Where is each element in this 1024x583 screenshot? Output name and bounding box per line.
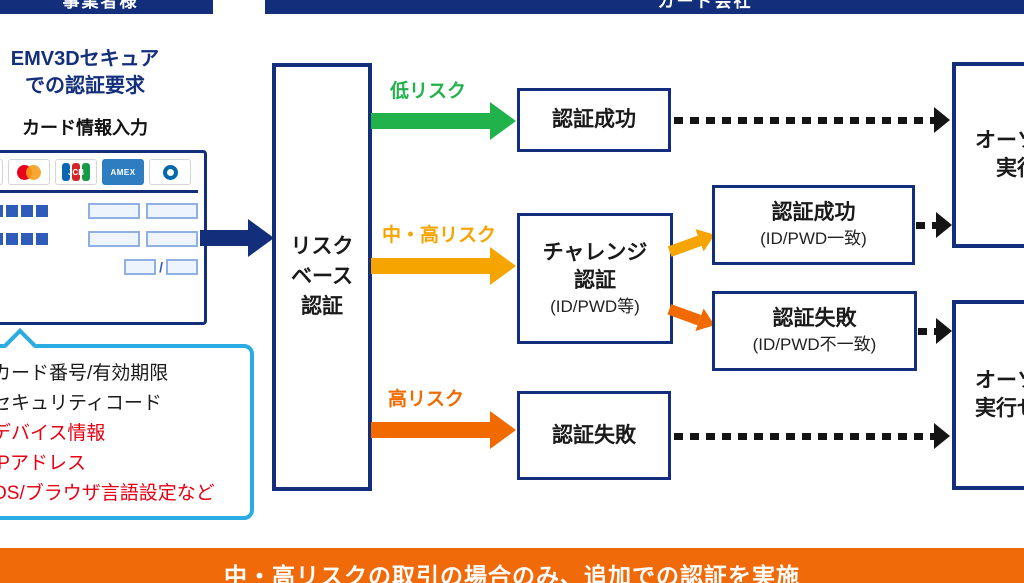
arrow-shaft [371,113,490,129]
callout-item-ip-address: IPアドレス [0,453,86,474]
emv-request-title: EMV3Dセキュア での認証要求 [0,46,235,100]
diners-logo-icon [149,159,191,185]
auth-success-label: 認証成功 [552,108,636,131]
arrow-head [934,423,950,449]
footer-note-text: 中・高リスクの取引の場合のみ、追加での認証を実施 [224,563,800,583]
card-name-row [0,231,198,247]
authorize-not-executed-line1: オーソリ [975,369,1024,392]
challenge-note: (ID/PWD等) [550,296,640,316]
callout-item-device-info: デバイス情報 [0,423,106,444]
challenge-auth-box: チャレンジ 認証 (ID/PWD等) [517,213,673,344]
arrow-high-risk [371,411,516,449]
arrow-shaft [918,327,936,335]
arrow-shaft [371,422,490,438]
dashed-arrow-fail-to-noauthorize [674,422,950,450]
challenge-fail-note: (ID/PWD不一致) [752,335,877,354]
header-merchant-label: 事業者様 [62,0,139,11]
arrow-head [490,411,516,449]
arrow-shaft [916,221,936,229]
authorize-executed-box: オーソリ 実行 [952,62,1024,248]
card-form-divider [0,190,198,193]
challenge-fail-title: 認証失敗 [772,307,857,330]
arrow-shaft [674,432,934,440]
arrow-mid-risk [371,247,516,285]
callout-item-os-browser: OS/ブラウザ言語設定など [0,483,215,504]
card-input-label: カード情報入力 [22,118,148,138]
arrow-head [248,219,274,257]
card-number-row [0,203,198,219]
header-bar-card-company: カード会社 [265,0,1024,14]
diners-circle [162,164,178,180]
authorize-executed-line1: オーソリ [975,129,1024,152]
callout-tail [3,328,37,362]
emv-request-title-line2: での認証要求 [25,75,145,97]
expiry-month-field [124,259,157,275]
arrow-head [936,212,952,238]
jcb-stripes [62,163,90,181]
card-form-fields: / / [0,193,198,275]
mastercard-orange-circle [26,164,41,180]
authorize-executed-line2: 実行 [996,157,1024,180]
challenge-fail-box: 認証失敗 (ID/PWD不一致) [712,291,917,371]
card-entry-form-illustration: VISA JCB AMEX [0,150,207,325]
card-input-field [88,231,140,247]
challenge-success-title: 認証成功 [771,201,856,224]
risk-box-line1: リスク [290,235,354,258]
card-brand-row: VISA JCB AMEX [0,159,198,185]
card-input-field [146,231,198,247]
expiry-slash: / [159,259,163,275]
risk-based-auth-box: リスク ベース 認証 [272,63,372,491]
arrow-head [936,318,952,344]
authorize-not-executed-line2: 実行せず [975,397,1024,420]
amex-logo-text: AMEX [110,167,136,177]
arrow-shaft [667,235,702,257]
challenge-line1: チャレンジ [542,240,648,264]
auth-success-box: 認証成功 [517,88,671,152]
card-input-field [146,203,198,219]
header-bar-merchant: 事業者様 [0,0,213,14]
visa-logo-icon: VISA [0,159,3,185]
arrow-shaft [200,230,248,246]
jcb-logo-text: JCB [67,167,84,177]
header-card-company-label: カード会社 [657,0,753,11]
authorize-not-executed-box: オーソリ 実行せず [952,300,1024,490]
risk-box-line3: 認証 [301,295,343,318]
callout-item-security-code: セキュリティコード [0,393,162,414]
challenge-line2: 認証 [574,268,616,292]
arrow-shaft [674,116,934,124]
arrow-head [490,102,516,140]
mid-high-risk-label: 中・高リスク [382,225,497,246]
card-input-field [88,203,140,219]
callout-item-card-number: カード番号/有効期限 [0,363,169,384]
arrow-shaft [371,258,490,274]
mastercard-logo-icon [8,159,50,185]
auth-fail-label: 認証失敗 [552,423,636,447]
challenge-success-box: 認証成功 (ID/PWD一致) [712,185,915,265]
arrow-head [490,247,516,285]
expiry-year-field [166,259,198,275]
footer-note-bar: 中・高リスクの取引の場合のみ、追加での認証を実施 [0,548,1024,583]
low-risk-label: 低リスク [390,81,467,102]
jcb-logo-icon: JCB [55,159,97,185]
card-expiry-row: / / [0,259,198,275]
challenge-success-note: (ID/PWD一致) [760,229,867,248]
arrow-card-to-risk [200,219,274,257]
dashed-arrow-success-to-authorize [674,106,950,134]
dashed-arrow-chalsuccess-to-authorize [916,212,952,238]
arrow-low-risk [371,102,516,140]
auth-fail-box: 認証失敗 [517,391,671,480]
arrow-head [934,107,950,133]
risk-box-line2: ベース [291,265,353,288]
emv-request-title-line1: EMV3Dセキュア [10,48,160,70]
arrow-shaft [667,303,702,325]
dashed-arrow-chalfail-to-noauthorize [918,318,952,344]
collected-data-callout: カード番号/有効期限 セキュリティコード デバイス情報 IPアドレス OS/ブラ… [0,328,254,520]
high-risk-label: 高リスク [388,389,465,410]
amex-logo-icon: AMEX [102,159,144,185]
